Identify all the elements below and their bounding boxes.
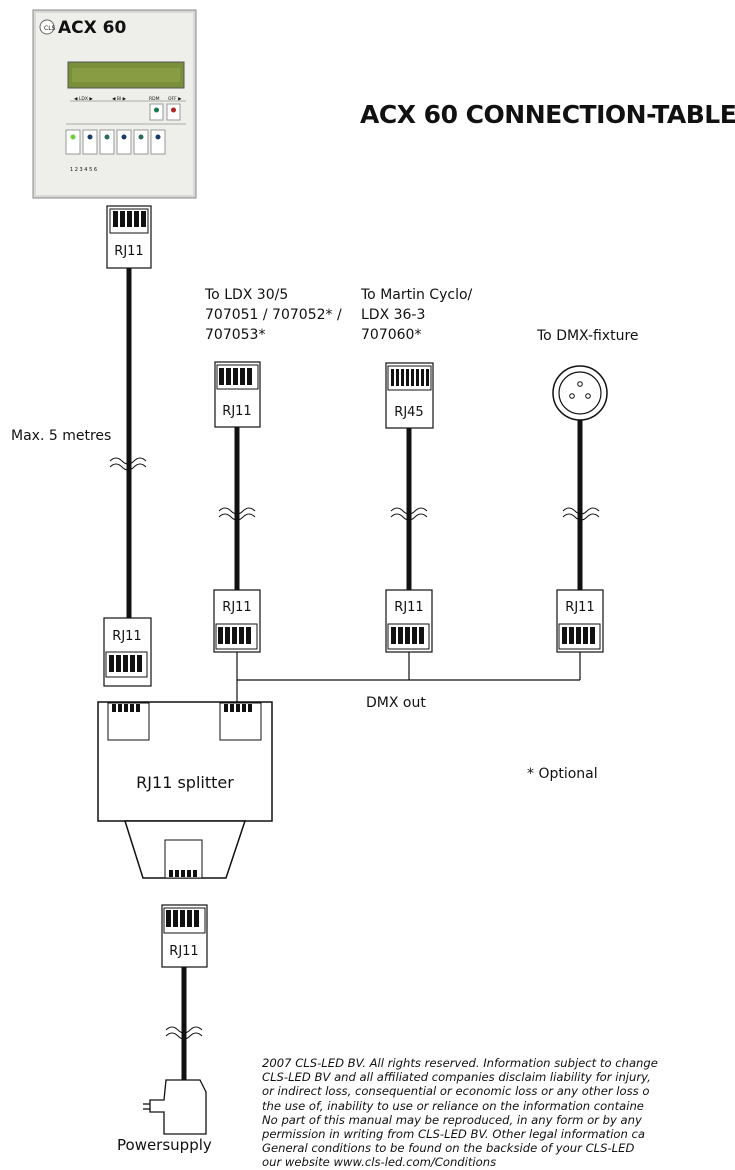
connector-label: RJ11 [222, 404, 251, 419]
connector-label: RJ11 [394, 600, 423, 615]
device-button[interactable] [150, 129, 166, 155]
dmx-bus [236, 652, 581, 702]
device-brand-label: ACX 60 [58, 18, 126, 38]
max-length-label: Max. 5 metres [11, 428, 111, 444]
disclaimer-line: permission in writing from CLS-LED BV. O… [262, 1127, 646, 1142]
dmx-fixture-label: To DMX-fixture [536, 328, 639, 344]
power-plug-icon [149, 1079, 207, 1135]
svg-text:RDM: RDM [149, 96, 160, 102]
cyclo-label-line1: To Martin Cyclo/ [360, 287, 473, 303]
connector-label: RJ11 [169, 944, 198, 959]
disclaimer-line: 2007 CLS-LED BV. All rights reserved. In… [262, 1056, 658, 1070]
powersupply-cable: RJ11 [143, 904, 208, 1135]
brand-logo-icon [39, 19, 55, 35]
disclaimer-line: No part of this manual may be reproduced… [262, 1112, 642, 1127]
connector-label: RJ11 [565, 600, 594, 615]
powersupply-label: Powersupply [117, 1136, 212, 1154]
connector-label: RJ11 [114, 244, 143, 259]
device-button[interactable] [133, 129, 149, 155]
disclaimer-line: or indirect loss, consequential or econo… [262, 1084, 650, 1099]
page-title: ACX 60 CONNECTION-TABLE [360, 100, 735, 129]
disclaimer-line: CLS-LED BV and all affiliated companies … [262, 1070, 651, 1085]
device-button[interactable] [99, 129, 115, 155]
device-button[interactable] [82, 129, 98, 155]
svg-text:1 2 3 4 5: 1 2 3 4 5 6 [70, 167, 97, 173]
disclaimer-line: General conditions to be found on the ba… [262, 1141, 635, 1156]
controller-cable: RJ11 RJ11 [103, 205, 152, 687]
connector-label: RJ45 [394, 405, 423, 420]
device-button[interactable] [116, 129, 132, 155]
cyclo-label-line2: LDX 36-3 [361, 307, 425, 323]
ldx-label-line1: To LDX 30/5 [204, 287, 288, 303]
legal-disclaimer: 2007 CLS-LED BV. All rights reserved. In… [262, 1056, 735, 1170]
device-button[interactable] [65, 129, 81, 155]
connector-label: RJ11 [222, 600, 251, 615]
dmx-cable: RJ11 [552, 365, 608, 653]
dmx-out-label: DMX out [366, 695, 426, 711]
ldx-cable: RJ11 RJ11 [213, 361, 261, 653]
ldx-label-line3: 707053* [205, 327, 265, 343]
disclaimer-line: our website www.cls-led.com/Conditions [262, 1155, 497, 1170]
svg-text:OFF ▶: OFF ▶ [168, 96, 182, 102]
disclaimer-line: the use of, inability to use or reliance… [262, 1098, 644, 1113]
splitter-label: RJ11 splitter [136, 773, 234, 792]
cyclo-cable: RJ45 RJ11 [385, 362, 434, 653]
rj11-splitter: RJ11 splitter [97, 701, 273, 879]
svg-text:◀ LDX ▶: ◀ LDX ▶ [74, 96, 93, 102]
cyclo-label-line3: 707060* [361, 327, 421, 343]
svg-text:CLS: CLS [44, 25, 56, 32]
connector-label: RJ11 [112, 629, 141, 644]
acx60-controller: CLS ACX 60 ◀ LDX ▶ ◀ Bl ▶ RDM OFF ▶ 1 2 … [32, 9, 197, 199]
ldx-label-line2: 707051 / 707052* / [205, 307, 342, 323]
svg-text:◀ Bl ▶: ◀ Bl ▶ [112, 96, 127, 102]
optional-note: * Optional [527, 766, 598, 782]
